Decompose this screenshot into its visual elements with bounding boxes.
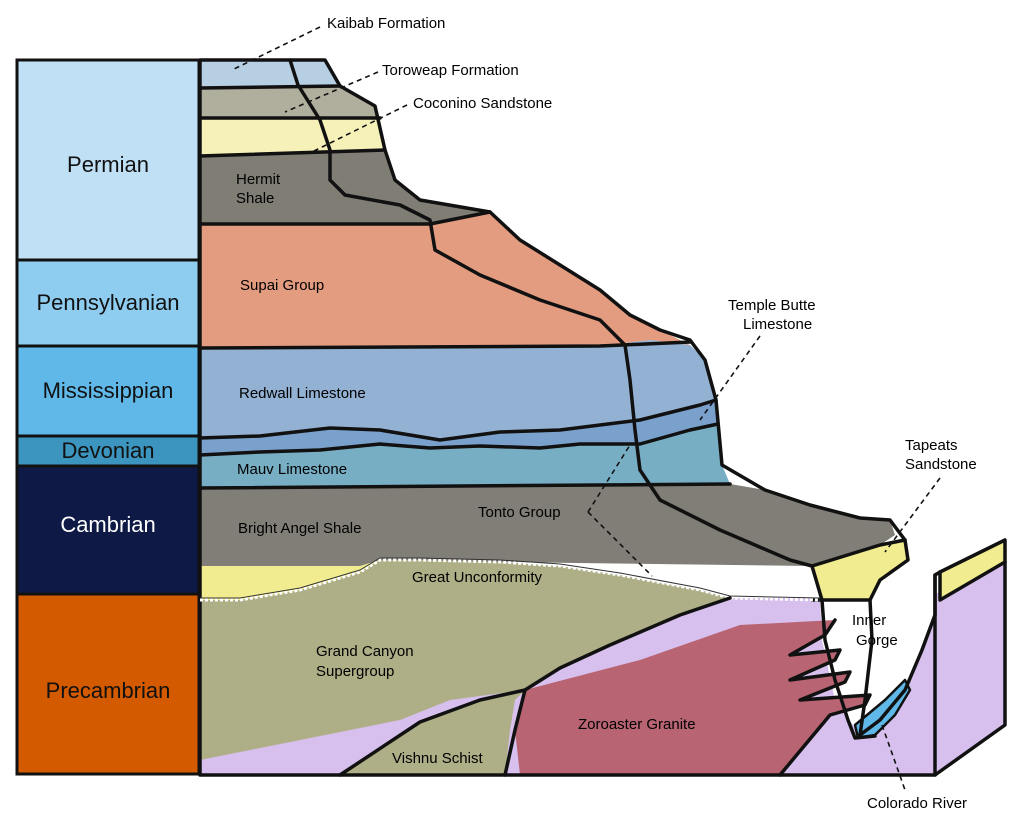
layer-temple-butte-limestone xyxy=(200,400,718,455)
label-great-unconformity: Great Unconformity xyxy=(412,569,543,586)
contact-temple-mauv xyxy=(198,422,720,457)
layer-kaibab-formation xyxy=(200,60,340,88)
label-mauv-limestone: Mauv Limestone xyxy=(237,461,347,478)
leader-colorado-river xyxy=(881,724,906,791)
callout-tapeats-1: Tapeats xyxy=(905,437,958,454)
era-label-cambrian: Cambrian xyxy=(60,512,155,537)
contact-tapeats-top xyxy=(810,538,907,568)
era-column: Permian Pennsylvanian Mississippian Devo… xyxy=(15,58,201,776)
label-redwall-limestone: Redwall Limestone xyxy=(239,385,366,402)
label-grand-canyon-supergroup-1: Grand Canyon xyxy=(316,643,414,660)
great-unconformity-line-edge xyxy=(200,557,821,599)
layer-toroweap-formation xyxy=(200,86,380,118)
era-label-mississippian: Mississippian xyxy=(43,378,174,403)
label-hermit-shale-1: Hermit xyxy=(236,171,281,188)
label-inner-gorge-2: Gorge xyxy=(856,632,898,649)
layer-grand-canyon-supergroup xyxy=(200,560,730,775)
era-box-pennsylvanian xyxy=(15,258,201,348)
leader-kaibab xyxy=(231,26,321,71)
era-label-devonian: Devonian xyxy=(62,438,155,463)
colorado-river-outline xyxy=(853,678,912,740)
callout-coconino-sandstone: Coconino Sandstone xyxy=(413,95,552,112)
leader-tonto-up xyxy=(587,444,631,513)
leader-tapeats xyxy=(884,477,941,553)
layer-coconino-sandstone xyxy=(200,118,385,156)
label-tonto-group: Tonto Group xyxy=(478,504,561,521)
era-label-permian: Permian xyxy=(67,152,149,177)
callout-temple-butte-1: Temple Butte xyxy=(728,297,816,314)
contact-supergroup-basement xyxy=(338,596,732,777)
layer-bright-angel-shale xyxy=(200,484,895,566)
contact-kaibab-toroweap xyxy=(198,84,342,90)
callout-temple-butte-2: Limestone xyxy=(743,316,812,333)
block-right-face xyxy=(933,560,1007,777)
label-inner-gorge-1: Inner xyxy=(852,612,886,629)
leader-toroweap xyxy=(284,71,379,113)
contact-supai-redwall xyxy=(198,340,692,350)
contact-hermit-supai xyxy=(198,210,492,226)
layer-mauv-limestone xyxy=(200,424,730,488)
label-vishnu-schist: Vishnu Schist xyxy=(392,750,483,767)
era-box-permian xyxy=(15,58,201,262)
era-box-precambrian xyxy=(15,592,201,776)
era-label-precambrian: Precambrian xyxy=(46,678,171,703)
contact-coconino-hermit xyxy=(198,148,387,158)
label-supai-group: Supai Group xyxy=(240,277,324,294)
callout-colorado-river: Colorado River xyxy=(867,795,967,812)
contact-granite-east xyxy=(778,618,872,777)
callouts: Kaibab Formation Toroweap Formation Coco… xyxy=(231,15,977,812)
layer-zoroaster-granite xyxy=(515,620,870,775)
layer-supai-group xyxy=(200,212,690,348)
callout-toroweap-formation: Toroweap Formation xyxy=(382,62,519,79)
colorado-river-shape xyxy=(855,680,910,738)
rock-block: Hermit Shale Supai Group Redwall Limesto… xyxy=(198,58,1007,777)
era-label-pennsylvanian: Pennsylvanian xyxy=(36,290,179,315)
label-grand-canyon-supergroup-2: Supergroup xyxy=(316,663,394,680)
great-unconformity-line xyxy=(200,558,821,602)
callout-tapeats-2: Sandstone xyxy=(905,456,977,473)
label-bright-angel-shale: Bright Angel Shale xyxy=(238,520,361,537)
contact-redwall-temple xyxy=(198,398,718,442)
contact-granite-west xyxy=(503,688,527,777)
layer-inner-gorge-wall xyxy=(935,540,1005,775)
layer-redwall-limestone xyxy=(200,340,716,440)
layer-tapeats-right xyxy=(940,540,1005,600)
contact-lines xyxy=(198,58,1007,777)
layer-hermit-shale xyxy=(200,150,490,224)
label-hermit-shale-2: Shale xyxy=(236,190,274,207)
contact-mauv-brightangel xyxy=(198,482,732,490)
callout-kaibab-formation: Kaibab Formation xyxy=(327,15,445,32)
layer-labels: Hermit Shale Supai Group Redwall Limesto… xyxy=(236,171,898,767)
label-zoroaster-granite: Zoroaster Granite xyxy=(578,716,696,733)
leader-tonto-down xyxy=(587,511,653,577)
